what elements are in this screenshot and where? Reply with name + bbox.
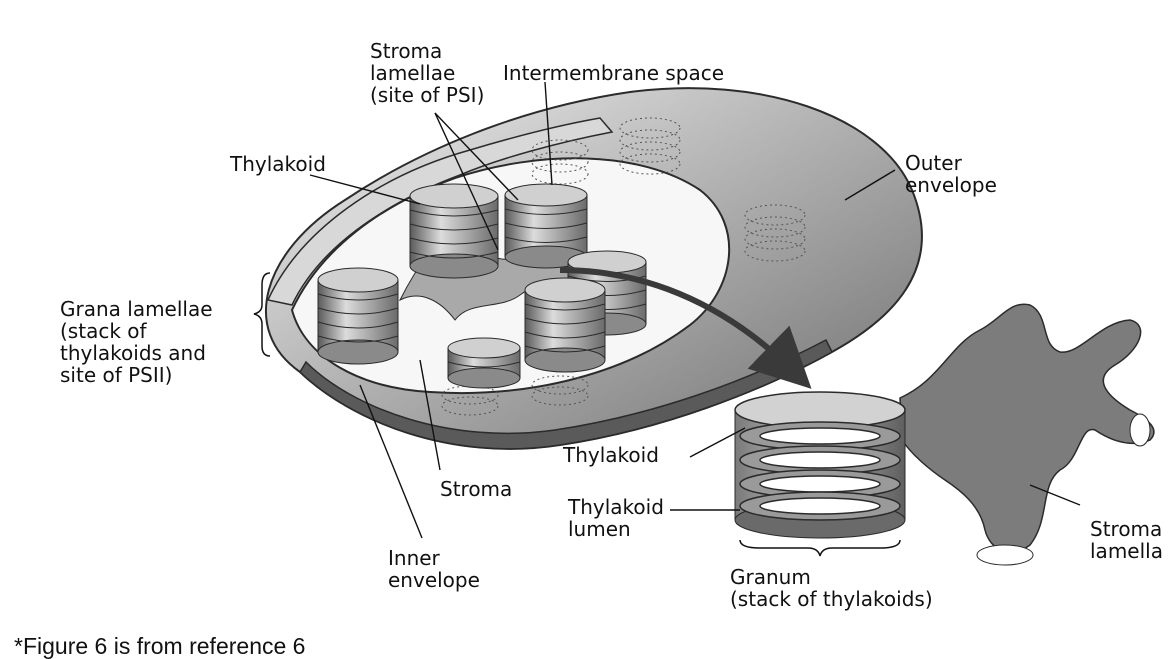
label-stroma-lamellae: Stroma lamellae (site of PSI)	[370, 40, 484, 106]
label-thylakoid-detail: Thylakoid	[563, 444, 659, 466]
label-thylakoid-top: Thylakoid	[230, 153, 326, 175]
label-stroma-lamella: Stroma lamella	[1090, 518, 1163, 562]
footnote: *Figure 6 is from reference 6	[14, 634, 305, 658]
label-intermembrane-space: Intermembrane space	[503, 62, 724, 84]
label-grana-lamellae: Grana lamellae (stack of thylakoids and …	[60, 298, 213, 386]
label-stroma: Stroma	[440, 478, 512, 500]
label-outer-envelope: Outer envelope	[905, 152, 997, 196]
label-thylakoid-lumen: Thylakoid lumen	[568, 496, 664, 540]
label-granum: Granum (stack of thylakoids)	[730, 566, 933, 610]
label-inner-envelope: Inner envelope	[388, 547, 480, 591]
